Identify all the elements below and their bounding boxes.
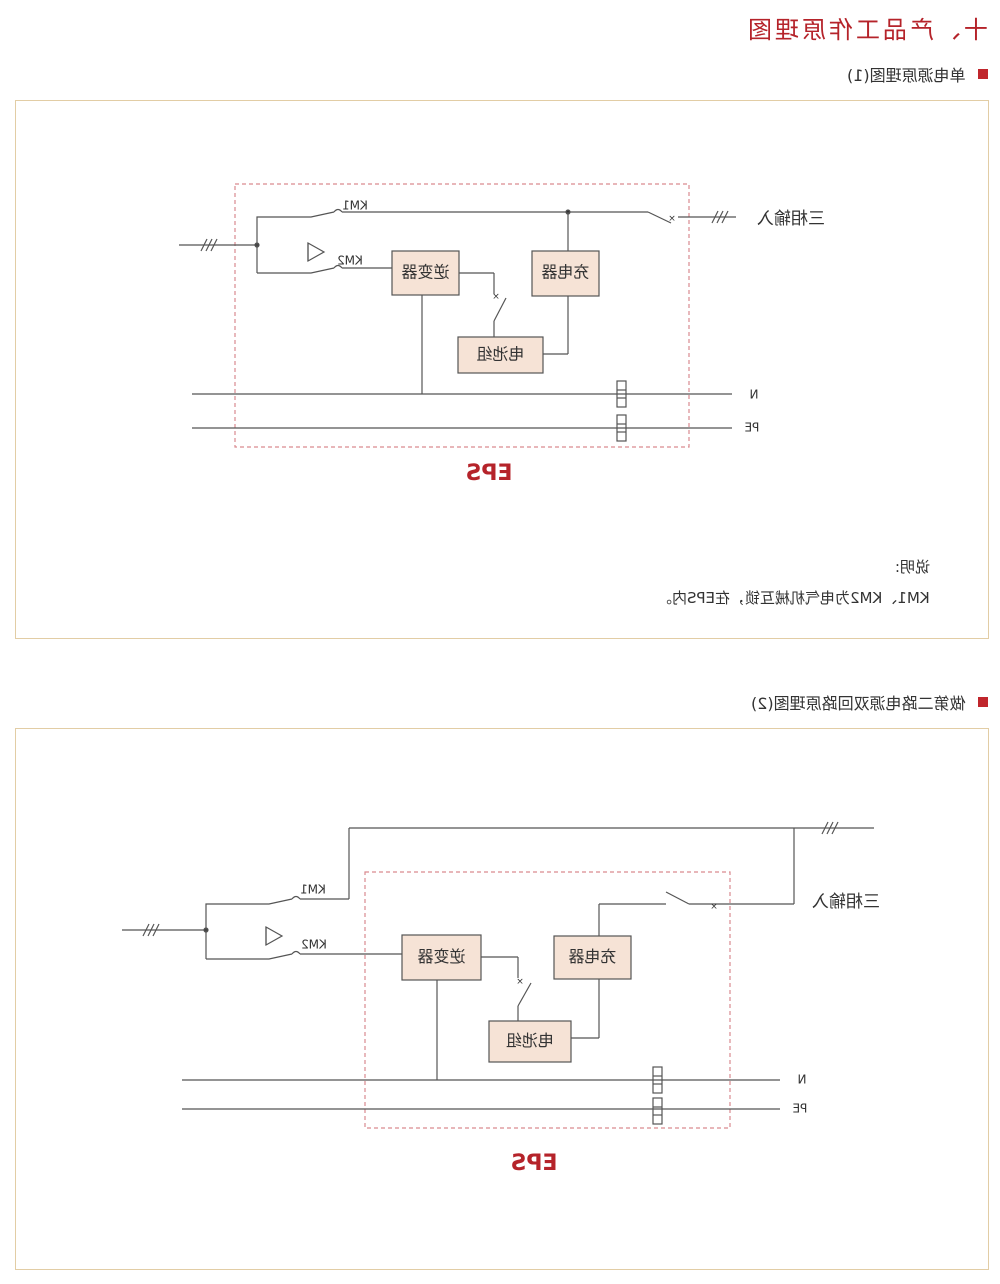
- inverter-label: 逆变器: [417, 947, 465, 966]
- phase-tick: [147, 923, 155, 937]
- section1-title: 单电源原理图(1): [847, 62, 988, 86]
- section1-bullet-icon: [978, 69, 988, 79]
- km2-contact-line: [257, 267, 335, 274]
- pe-label: PE: [793, 1102, 808, 1116]
- note-title: 说明:: [895, 556, 930, 577]
- eps-boundary: [364, 871, 731, 1129]
- km1-contact-line: [256, 211, 335, 273]
- charger-label: 充电器: [568, 947, 616, 966]
- note-text: KM1、KM2为电气机械互锁，在EPS内。: [657, 587, 930, 608]
- note-title-text: 说明:: [894, 558, 930, 576]
- pe-label: PE: [745, 421, 760, 435]
- page-heading: 十、产品工作原理图: [745, 16, 988, 44]
- charger-box: [531, 250, 600, 297]
- eps-boundary: [234, 183, 690, 448]
- input-switch: [665, 891, 690, 905]
- battery-label: 电池组: [476, 345, 524, 364]
- phase-tick: [721, 210, 729, 224]
- km1-label: KM1: [342, 199, 368, 213]
- diagram-panel-1: × × 逆变器 充电器 电池组 KM1 KM2 三相输入 N PE EPS 说明…: [15, 100, 989, 639]
- eps-label: EPS: [466, 461, 513, 486]
- phase-tick: [711, 210, 719, 224]
- inverter-box: [401, 934, 482, 981]
- section2-title-text: 做第二路电源双回路原理图(2): [751, 694, 966, 713]
- n-terminal: [616, 380, 627, 408]
- phase-tick: [826, 821, 834, 835]
- interlock-triangle: [307, 241, 326, 263]
- three-phase-input-label: 三相输入: [757, 209, 825, 229]
- switch-x-mark: ×: [710, 902, 718, 912]
- km2-contact-arc: [291, 950, 301, 955]
- phase-tick: [210, 238, 218, 252]
- pe-terminal: [652, 1097, 663, 1125]
- km1-label: KM1: [300, 883, 326, 897]
- charger-box: [553, 935, 632, 980]
- phase-tick: [152, 923, 160, 937]
- km2-label: KM2: [337, 254, 363, 268]
- phase-tick: [200, 238, 208, 252]
- phase-tick: [831, 821, 839, 835]
- pe-terminal: [616, 414, 627, 442]
- battery-switch: [493, 297, 507, 322]
- n-label: N: [750, 388, 759, 402]
- battery-box: [488, 1020, 572, 1063]
- circuit-diagram-1: × × 逆变器 充电器 电池组 KM1 KM2 三相输入 N PE EPS: [179, 183, 825, 486]
- circuit-diagram-2: × × 逆变器 充电器 电池组 KM1 KM2 三相输入 N PE EPS: [122, 821, 880, 1176]
- switch-x-mark: ×: [516, 977, 524, 987]
- inverter-box: [391, 250, 460, 296]
- km1-contact-arc: [333, 208, 343, 213]
- phase-tick: [716, 210, 724, 224]
- diagram-panel-2: × × 逆变器 充电器 电池组 KM1 KM2 三相输入 N PE EPS: [15, 728, 989, 1270]
- n-terminal: [652, 1066, 663, 1094]
- charger-label: 充电器: [541, 263, 589, 282]
- inverter-label: 逆变器: [401, 263, 449, 282]
- switch-x-mark: ×: [668, 214, 676, 224]
- battery-switch: [517, 982, 532, 1007]
- km1-contact-line: [205, 898, 293, 959]
- interlock-triangle: [265, 925, 284, 947]
- km2-contact-arc: [333, 264, 343, 269]
- phase-tick: [205, 238, 213, 252]
- battery-label: 电池组: [506, 1031, 554, 1050]
- three-phase-input-label: 三相输入: [812, 892, 880, 912]
- battery-box: [457, 336, 544, 374]
- km1-contact-arc: [291, 895, 301, 900]
- section1-title-text: 单电源原理图(1): [847, 66, 966, 85]
- eps-label: EPS: [511, 1151, 558, 1176]
- section2-title: 做第二路电源双回路原理图(2): [751, 690, 988, 714]
- switch-x-mark: ×: [492, 292, 500, 302]
- n-label: N: [798, 1073, 807, 1087]
- km2-label: KM2: [301, 938, 327, 952]
- input-switch: [647, 211, 672, 224]
- phase-tick: [142, 923, 150, 937]
- note-text-content: KM1、KM2为电气机械互锁，在EPS内。: [657, 589, 930, 607]
- km2-contact-line: [206, 953, 293, 960]
- section2-bullet-icon: [978, 697, 988, 707]
- phase-tick: [821, 821, 829, 835]
